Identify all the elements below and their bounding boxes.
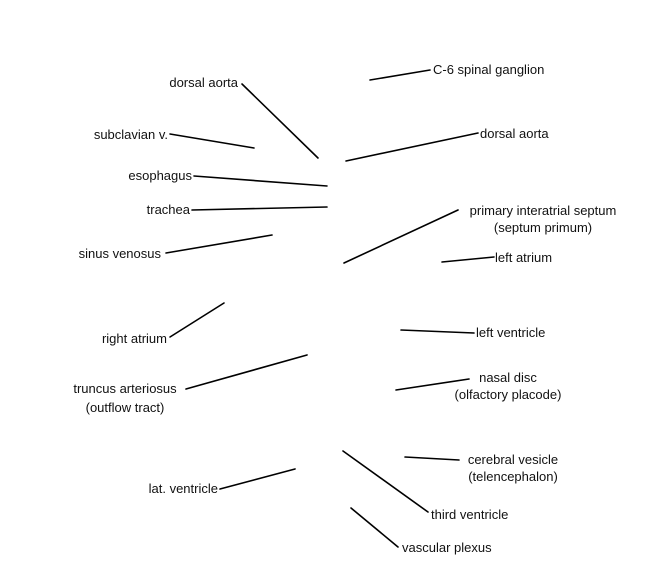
leader-left-ventricle [400,329,475,334]
label-left-atrium: left atrium [495,250,552,265]
leader-esophagus [193,175,328,187]
label-telencephalon: (telencephalon) [468,469,558,484]
leader-left-atrium [441,256,495,263]
leader-dorsal-aorta-left [241,83,319,159]
label-primary-interatrial-septum: primary interatrial septum [470,203,617,218]
label-trachea: trachea [147,202,191,217]
leader-third-ventricle [342,450,429,513]
leader-nasal-disc [395,378,470,391]
label-nasal-disc: nasal disc [479,370,537,385]
label-truncus-arteriosus: truncus arteriosus [73,381,177,396]
leader-sinus-venosus [165,234,273,254]
label-lat-ventricle: lat. ventricle [149,481,218,496]
leader-cerebral-vesicle [404,456,460,461]
label-third-ventricle: third ventricle [431,507,508,522]
label-outflow-tract: (outflow tract) [86,400,165,415]
label-c6-spinal-ganglion: C-6 spinal ganglion [433,62,544,77]
label-esophagus: esophagus [128,168,192,183]
leader-primary-interatrial-septum [343,209,459,264]
leader-trachea [191,206,328,211]
leader-vascular-plexus [350,507,399,548]
label-right-atrium: right atrium [102,331,167,346]
leader-right-atrium [169,302,225,338]
leader-dorsal-aorta-right [345,132,479,162]
leader-truncus-arteriosus [185,354,308,390]
label-septum-primum: (septum primum) [494,220,592,235]
leader-lat-ventricle [219,468,296,490]
label-left-ventricle: left ventricle [476,325,545,340]
label-dorsal-aorta-right: dorsal aorta [480,126,549,141]
leader-subclavian-v [169,133,255,149]
label-vascular-plexus: vascular plexus [402,540,492,555]
label-dorsal-aorta-left: dorsal aorta [169,75,238,90]
leader-c6-spinal-ganglion [369,69,431,81]
label-subclavian-v: subclavian v. [94,127,168,142]
label-olfactory-placode: (olfactory placode) [455,387,562,402]
label-sinus-venosus: sinus venosus [79,246,162,261]
label-cerebral-vesicle: cerebral vesicle [468,452,558,467]
